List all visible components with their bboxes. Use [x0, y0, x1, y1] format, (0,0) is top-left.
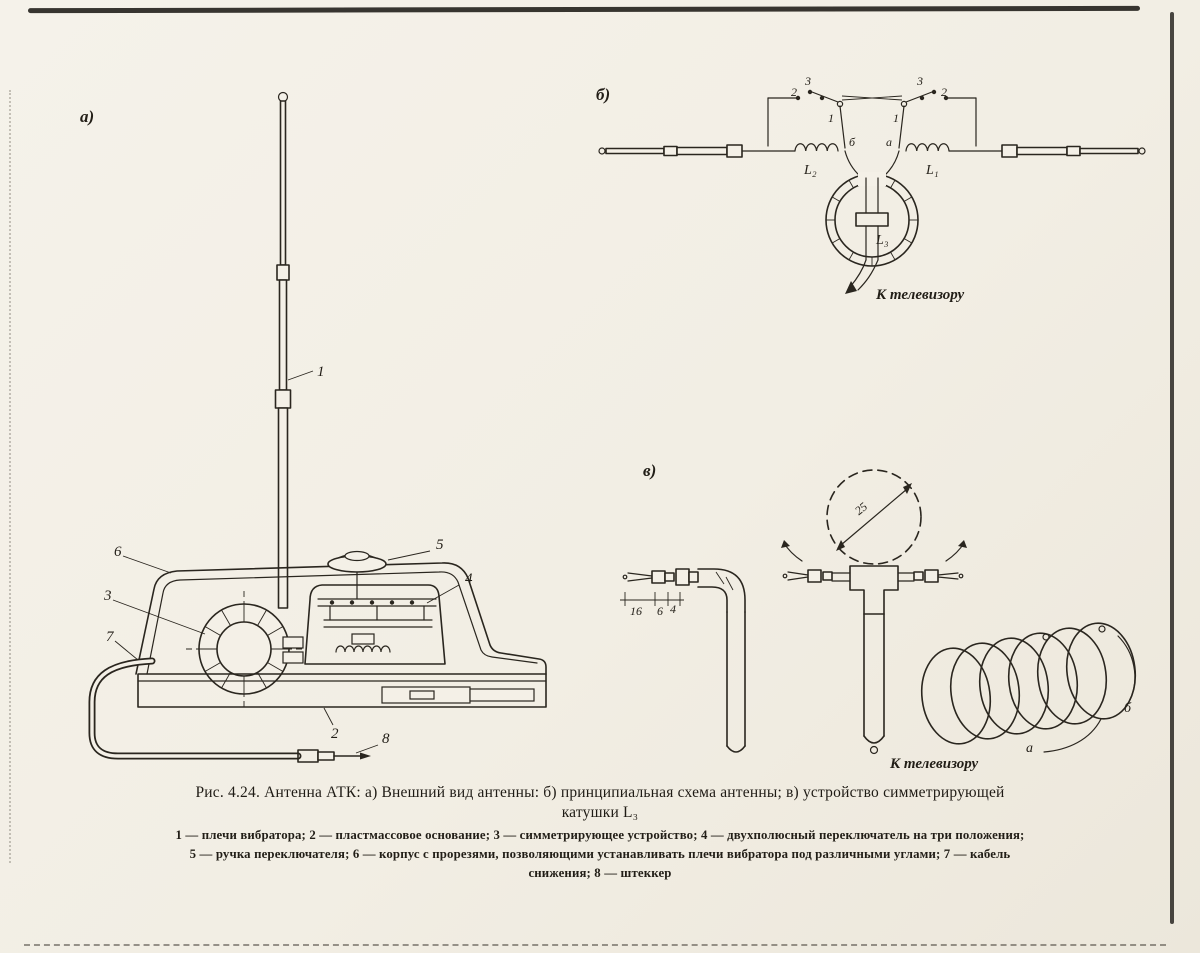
feed-point-a: а [886, 135, 892, 149]
to-tv-label-construction: К телевизору [889, 756, 979, 772]
figure-4-24-illustration: а) [80, 74, 1146, 772]
coil-wire-b-label: б [1124, 701, 1132, 716]
switch-pos-right-1: 1 [893, 111, 899, 125]
legend-line-1: 1 — плечи вибратора; 2 — пластмассовое о… [175, 828, 1025, 842]
scan-artifact-bottom-border [24, 944, 1166, 946]
wound-coil-drawing: а б [920, 622, 1137, 756]
plastic-base [137, 673, 547, 708]
loop-hatching [826, 179, 918, 266]
t-cable-assembly: К телевизору [781, 540, 979, 772]
coil-l2-symbol: L₂ [794, 143, 839, 178]
switch-contacts: 3 2 1 3 2 1 б а [767, 74, 977, 149]
part-v-label: в) [643, 461, 656, 480]
plug-connector [297, 749, 371, 763]
down-lead-cable [88, 657, 302, 760]
figure-caption: Рис. 4.24. Антенна АТК: а) Внешний вид а… [88, 783, 1112, 823]
feed-point-b: б [849, 135, 856, 149]
scan-artifact-right-border [1170, 12, 1174, 924]
figure-legend: 1 — плечи вибратора; 2 — пластмассовое о… [94, 826, 1106, 884]
antenna-housing [135, 562, 547, 675]
legend-line-3: снижения; 8 — штеккер [528, 866, 672, 881]
part-a-external-view: а) [80, 91, 547, 763]
switch-pos-left-3: 3 [804, 74, 811, 88]
part-b-label: б) [596, 85, 610, 104]
dim-25-label: 25 [852, 499, 870, 517]
dim-6-label: 6 [657, 604, 663, 618]
schematic-left-arm [598, 144, 796, 158]
callout-1: 1 [317, 364, 325, 380]
switch-pos-right-2: 2 [941, 85, 947, 99]
switch-mechanism [304, 550, 446, 665]
schematic-right-arm [948, 144, 1146, 158]
callout-5: 5 [436, 537, 444, 553]
to-tv-label-schematic: К телевизору [875, 287, 965, 303]
switch-pos-left-1: 1 [828, 111, 834, 125]
callout-6: 6 [114, 544, 122, 560]
switch-pos-left-2: 2 [791, 85, 797, 99]
balun-loop-l3: L₃ К телевизору [825, 150, 965, 303]
callout-2: 2 [331, 726, 339, 742]
dim-4-label: 4 [670, 602, 676, 616]
part-a-label: а) [80, 107, 94, 126]
coil-wire-a-label: а [1026, 741, 1033, 756]
elbow-cable-piece: 16 6 4 [620, 568, 746, 753]
callout-7: 7 [106, 629, 115, 645]
coil-l2-label: L₂ [803, 163, 817, 178]
part-a-callouts: 1 6 3 7 5 4 2 8 [103, 364, 473, 754]
callout-4: 4 [465, 571, 473, 587]
caption-line-2: катушки L₃ [561, 803, 639, 821]
part-b-schematic: б) L₂ [596, 74, 1146, 303]
caption-line-1: Рис. 4.24. Антенна АТК: а) Внешний вид а… [195, 784, 1005, 801]
coil-l1-symbol: L₁ [905, 143, 950, 178]
callout-3: 3 [103, 588, 112, 604]
symmetrizing-device-toroid [186, 591, 304, 707]
telescopic-rod [274, 91, 292, 609]
dim-16-label: 16 [630, 604, 642, 618]
toroid-hatching [199, 604, 289, 694]
scan-artifact-left-border [9, 90, 11, 863]
switch-pos-right-3: 3 [916, 74, 923, 88]
legend-line-2: 5 — ручка переключателя; 6 — корпус с пр… [189, 847, 1011, 862]
part-v-balun-construction: в) 25 [620, 461, 1137, 772]
coil-l3-label: L₃ [875, 233, 889, 248]
callout-8: 8 [382, 731, 390, 747]
coil-l1-label: L₁ [925, 163, 939, 178]
forming-circle: 25 [826, 469, 922, 565]
